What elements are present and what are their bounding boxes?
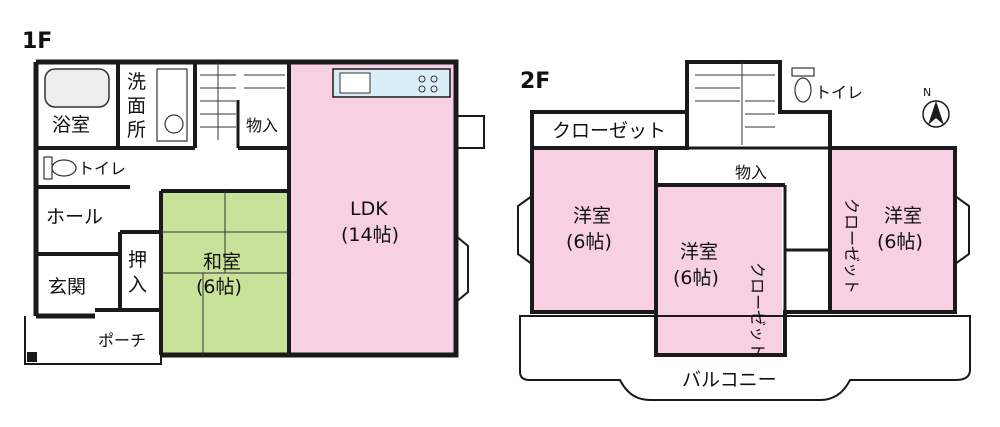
bath-label: 浴室 xyxy=(52,114,90,136)
floor1-title: 1F xyxy=(22,29,52,54)
washbasin-icon xyxy=(156,68,188,142)
stairs-1f-icon xyxy=(200,62,285,140)
western-right-area xyxy=(830,150,955,312)
washroom-label: 洗 面 所 xyxy=(127,71,146,141)
closet-right-label: クローゼット xyxy=(842,198,861,294)
balcony-label: バルコニー xyxy=(682,369,777,391)
closet-mid-label: クローゼット xyxy=(748,262,767,358)
bay-window-1f xyxy=(455,235,469,303)
kitchen-counter-icon xyxy=(332,68,451,98)
oshiire-label-c2: 入 xyxy=(128,274,147,296)
stairs-2f-icon xyxy=(695,62,775,145)
toilet-fixture-icon xyxy=(43,156,77,180)
bathtub-icon xyxy=(44,68,110,108)
tatami-lines xyxy=(161,191,289,355)
western-left-size: (6帖) xyxy=(566,231,612,253)
storage-stairs-label: 物入 xyxy=(246,116,278,135)
ldk-label: LDK xyxy=(350,198,388,220)
washroom-label-c2: 面 xyxy=(127,95,146,117)
entrance-label: 玄関 xyxy=(48,276,86,298)
porch-outline xyxy=(24,316,162,365)
balcony-outline xyxy=(519,315,971,401)
toilet-1f-label: トイレ xyxy=(78,159,126,178)
toilet-2f-label: トイレ xyxy=(815,83,863,102)
washitsu-label: 和室 xyxy=(203,251,241,273)
storage-2f-label: 物入 xyxy=(735,163,767,182)
ldk-area xyxy=(291,64,456,356)
western-left-area xyxy=(532,150,656,312)
oshiire-label-c1: 押 xyxy=(128,249,147,271)
compass-label: N xyxy=(923,86,931,99)
sink-bowl-icon xyxy=(164,114,184,134)
western-mid-label: 洋室 xyxy=(680,241,718,263)
floor1-walls xyxy=(33,59,459,358)
washroom-label-c1: 洗 xyxy=(127,71,146,93)
western-mid-area xyxy=(658,185,782,355)
western-mid-size: (6帖) xyxy=(673,267,719,289)
porch-label: ポーチ xyxy=(98,331,146,350)
bay-window-2f-right xyxy=(954,195,970,265)
western-left-label: 洋室 xyxy=(573,205,611,227)
hall-label: ホール xyxy=(46,206,103,228)
bay-window-2f-left xyxy=(517,195,533,265)
floor2-walls xyxy=(530,60,957,357)
closet-top-label: クローゼット xyxy=(552,120,666,142)
ldk-side-door xyxy=(456,115,485,149)
western-right-label: 洋室 xyxy=(884,205,922,227)
washitsu-size: (6帖) xyxy=(196,276,242,298)
compass-icon xyxy=(922,100,950,128)
washroom-label-c3: 所 xyxy=(127,119,146,141)
floor2-title: 2F xyxy=(520,69,550,94)
toilet-2f-fixture-icon xyxy=(791,67,815,103)
ldk-size: (14帖) xyxy=(341,224,399,246)
western-right-size: (6帖) xyxy=(877,231,923,253)
